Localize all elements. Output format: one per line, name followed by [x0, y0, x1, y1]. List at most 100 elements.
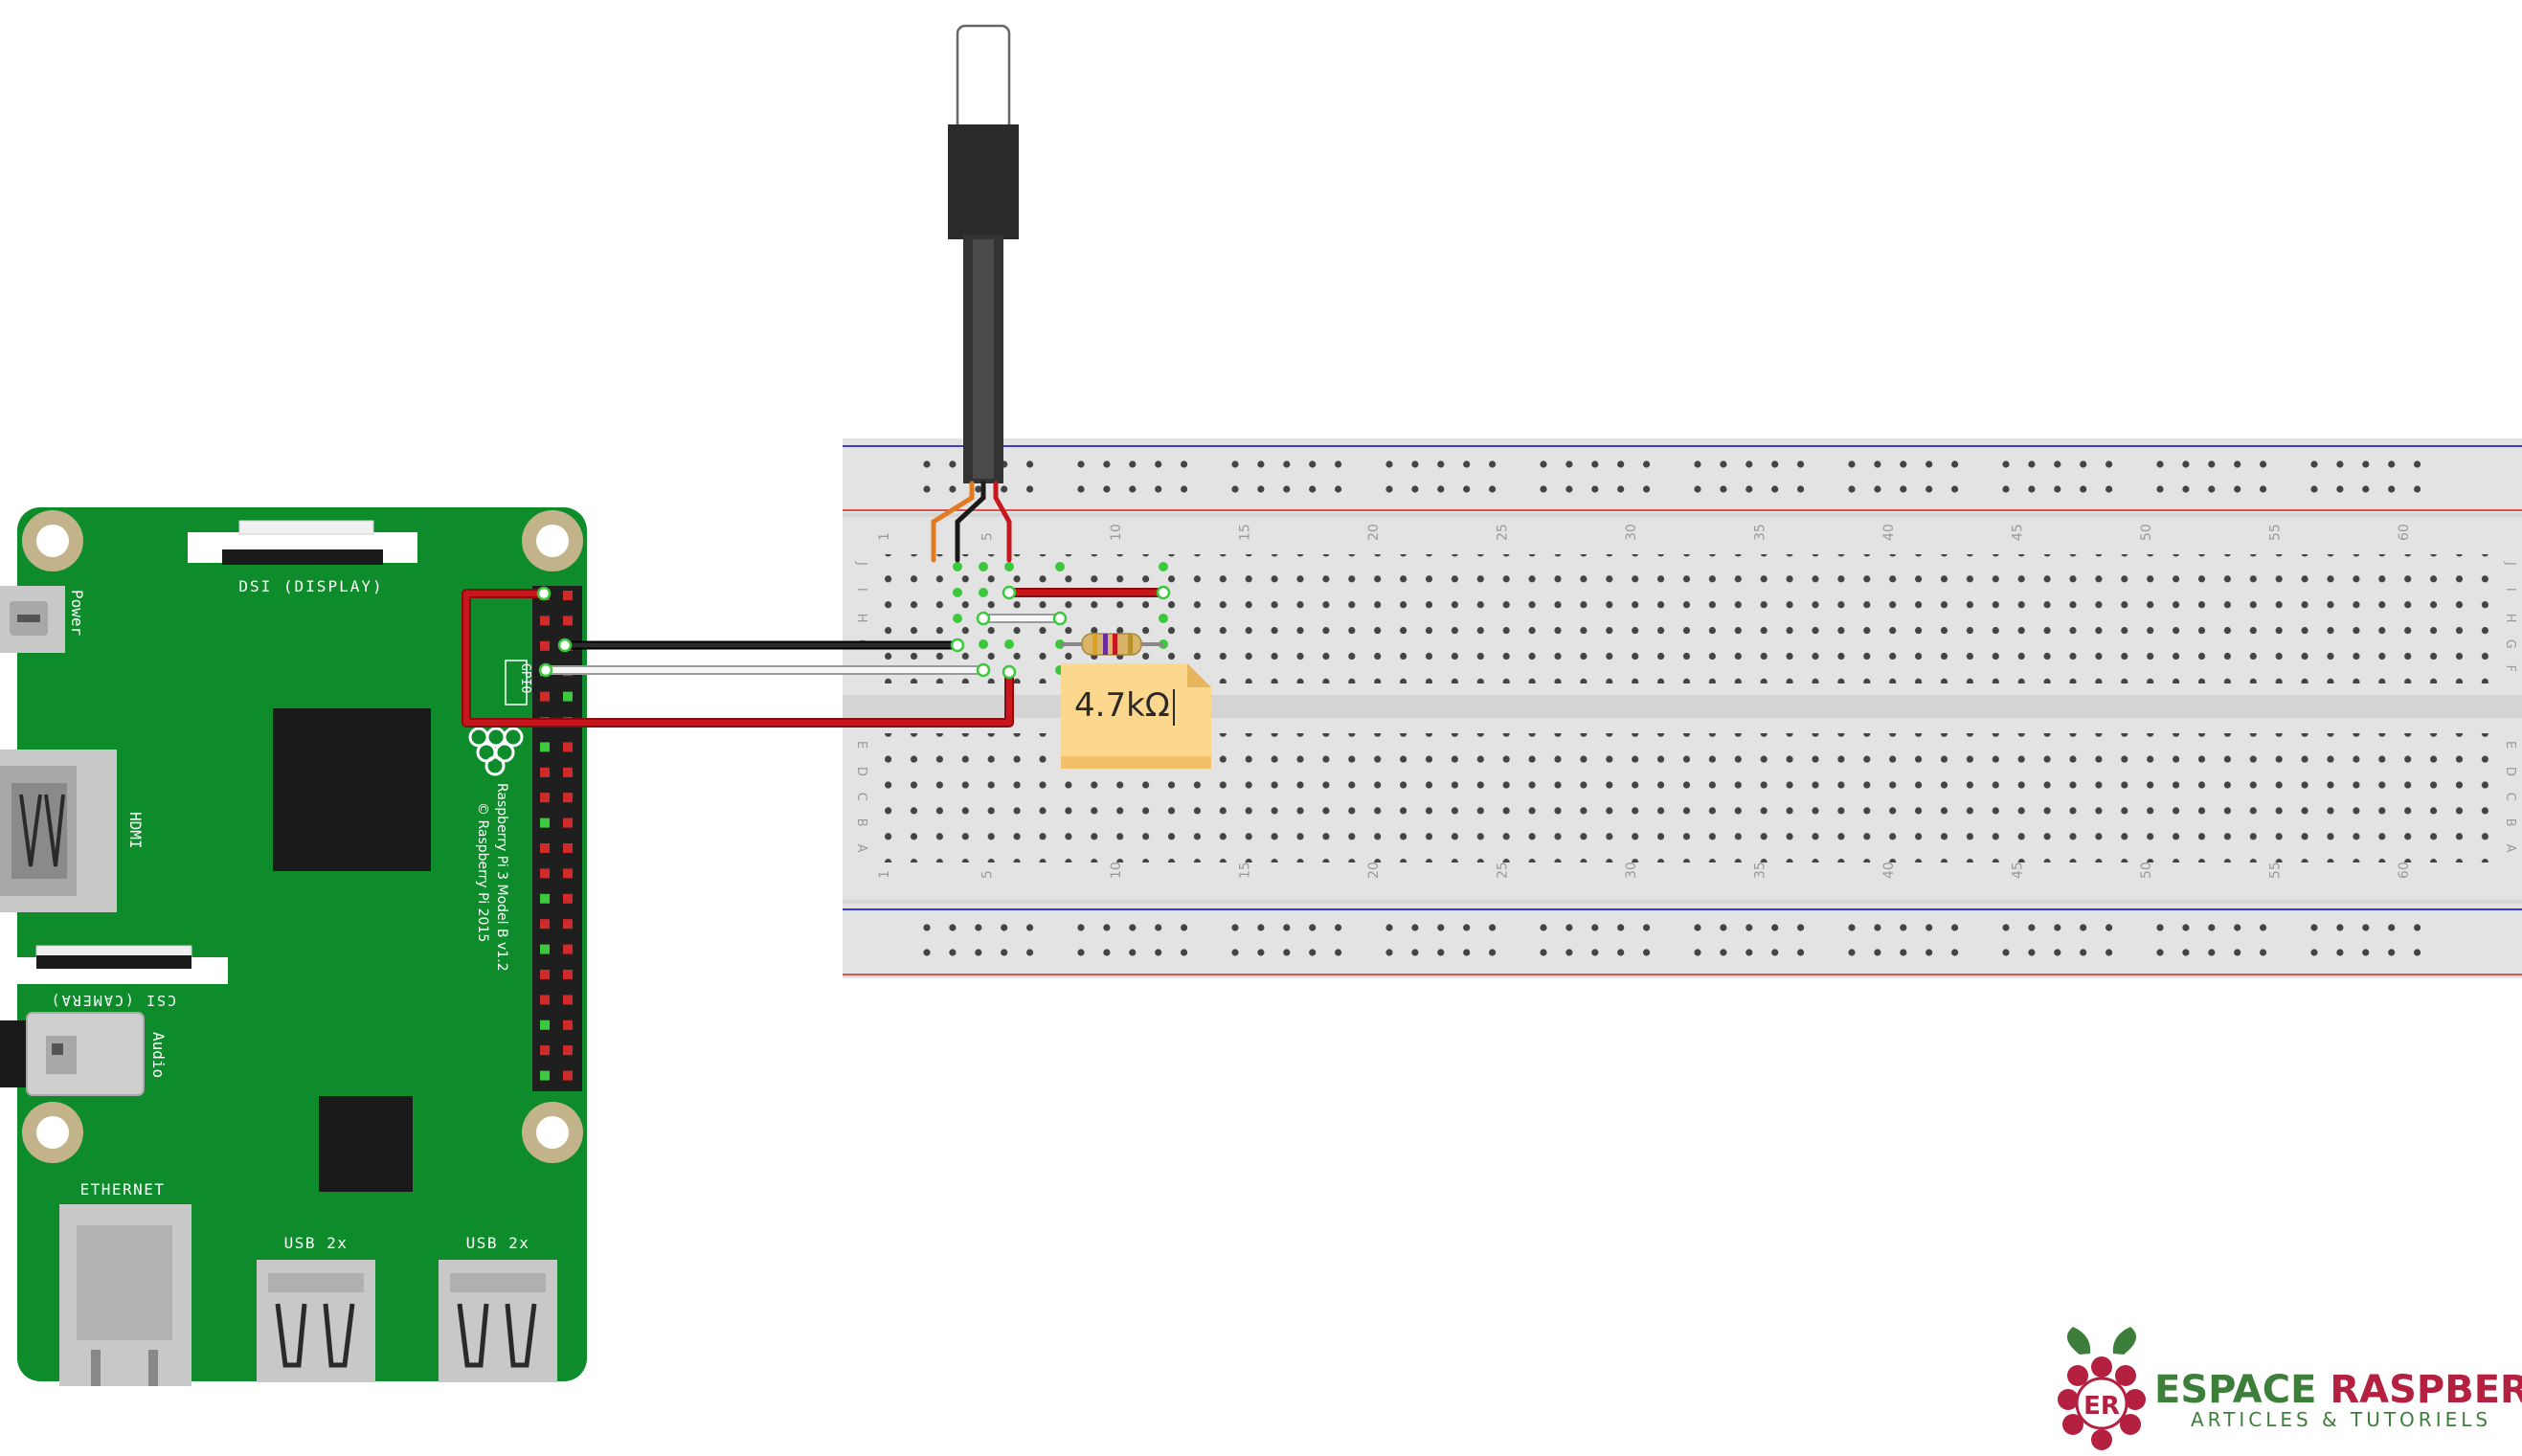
gpio-pin [563, 944, 573, 954]
gpio-pin [540, 1019, 550, 1030]
rail-hole [1385, 949, 1393, 956]
column-number: 55 [2268, 524, 2284, 541]
audio-jack [0, 1012, 145, 1096]
gpio-pin [540, 793, 550, 803]
rail-hole [2156, 924, 2164, 931]
rail-hole [2208, 485, 2216, 493]
gpio-pin [563, 1070, 573, 1081]
rail-hole [2362, 460, 2370, 468]
rail-hole [923, 460, 931, 468]
rail-hole [1129, 485, 1137, 493]
power-rail-bottom [923, 924, 2421, 956]
row-letter: D [854, 767, 868, 776]
rail-hole [1385, 460, 1393, 468]
temperature-probe [948, 24, 1019, 483]
column-number: 1 [877, 870, 892, 879]
rail-hole [1565, 949, 1573, 956]
rail-hole [2208, 924, 2216, 931]
rail-hole [1283, 949, 1291, 956]
rail-hole [2260, 949, 2267, 956]
rail-hole [1411, 460, 1419, 468]
rail-hole [1771, 949, 1779, 956]
rail-hole [2234, 460, 2241, 468]
rail-hole [1489, 949, 1497, 956]
wire-end-markers [536, 585, 1171, 680]
rail-hole [2182, 949, 2190, 956]
gpio-pin [563, 919, 573, 930]
rail-hole [2310, 924, 2318, 931]
rail-hole [1257, 924, 1265, 931]
rail-hole [2080, 949, 2087, 956]
rail-hole [2002, 485, 2010, 493]
rail-hole [2028, 924, 2036, 931]
rail-hole [2414, 949, 2421, 956]
rail-hole [1231, 924, 1239, 931]
gpio-label: GPIO [518, 663, 532, 693]
gpio-pin [563, 691, 573, 702]
rail-hole [1848, 485, 1856, 493]
rail-hole [1771, 924, 1779, 931]
rail-hole [2414, 924, 2421, 931]
rail-hole [1309, 949, 1317, 956]
usb-right-label: USB 2x [466, 1234, 530, 1252]
raspberry-logo-icon: ER [2058, 1327, 2146, 1450]
rail-hole [1951, 485, 1959, 493]
rail-hole [949, 485, 957, 493]
gpio-header [532, 586, 582, 1091]
rail-hole [1335, 924, 1342, 931]
gpio-pin [540, 818, 550, 828]
rail-hole [1026, 460, 1034, 468]
column-number: 50 [2139, 862, 2154, 879]
rail-hole [1848, 949, 1856, 956]
rail-hole [2336, 924, 2344, 931]
rail-hole [2156, 460, 2164, 468]
rail-hole [1643, 460, 1651, 468]
rail-hole [2182, 924, 2190, 931]
column-number: 45 [2011, 524, 2026, 541]
gpio-pin [540, 919, 550, 930]
usb-port-right [439, 1260, 557, 1382]
rail-hole [2336, 485, 2344, 493]
svg-text:ER: ER [2083, 1392, 2120, 1421]
gpio-pin [563, 868, 573, 879]
rail-hole [1874, 460, 1881, 468]
rail-hole [1129, 924, 1137, 931]
rail-hole [1565, 485, 1573, 493]
rail-hole [2362, 924, 2370, 931]
rail-hole [1771, 485, 1779, 493]
mounting-holes [22, 510, 583, 1163]
rail-hole [1540, 924, 1547, 931]
rail-hole [975, 949, 982, 956]
rail-hole [2414, 485, 2421, 493]
row-letter: H [854, 614, 868, 623]
rail-hole [1103, 949, 1111, 956]
rail-hole [2388, 924, 2396, 931]
rail-hole [1951, 924, 1959, 931]
logo-tagline: ARTICLES & TUTORIELS [2191, 1408, 2491, 1431]
rail-hole [1720, 924, 1727, 931]
rail-hole [2260, 924, 2267, 931]
gpio-pin [563, 995, 573, 1005]
rail-hole [1026, 924, 1034, 931]
probe-leads [931, 481, 1012, 563]
rail-hole [1565, 460, 1573, 468]
rail-hole [1155, 924, 1162, 931]
rail-hole [1874, 949, 1881, 956]
rail-hole [2080, 485, 2087, 493]
rail-hole [1797, 924, 1805, 931]
row-letter: C [854, 793, 868, 801]
rail-hole [1103, 460, 1111, 468]
rail-hole [1617, 949, 1625, 956]
rail-hole [1335, 485, 1342, 493]
terminal-holes-top [871, 554, 2499, 683]
rail-hole [1437, 949, 1445, 956]
power-label: Power [68, 590, 86, 637]
usb-ethernet-chip [319, 1096, 413, 1192]
rail-hole [1309, 485, 1317, 493]
rail-hole [2362, 485, 2370, 493]
rail-hole [1155, 949, 1162, 956]
column-number: 10 [1109, 862, 1124, 879]
rail-hole [1385, 485, 1393, 493]
